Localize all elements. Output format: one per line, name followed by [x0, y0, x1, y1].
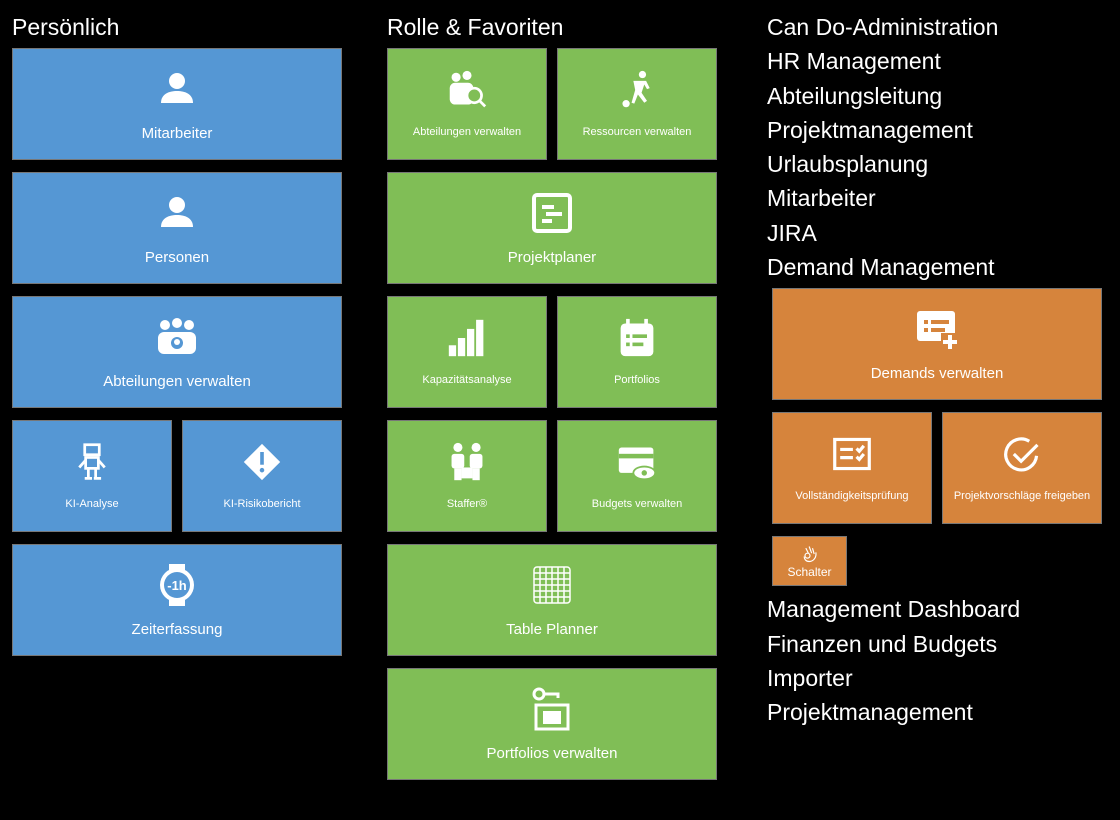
person-icon	[161, 72, 193, 103]
tile-label: Projektplaner	[507, 248, 597, 266]
tile-label: Projektvorschläge freigeben	[953, 490, 1091, 502]
section-title-personal: Persönlich	[12, 14, 120, 40]
group-link[interactable]: Urlaubsplanung	[767, 151, 929, 177]
group-search-icon	[449, 70, 487, 108]
svg-text:-1h: -1h	[167, 578, 187, 593]
tile-schalter[interactable]: Schalter	[772, 536, 847, 586]
card-eye-icon	[618, 447, 657, 481]
group-link[interactable]: Abteilungsleitung	[767, 83, 943, 109]
tile-kapazitaetsanalyse[interactable]: Kapazitätsanalyse	[387, 296, 547, 408]
tile-label: Personen	[144, 248, 210, 266]
warning-diamond-icon	[243, 443, 281, 481]
tile-budgets-verwalten[interactable]: Budgets verwalten	[557, 420, 717, 532]
group-link[interactable]: Projektmanagement	[767, 117, 973, 143]
tile-label: Budgets verwalten	[591, 498, 683, 510]
tile-label: Mitarbeiter	[141, 124, 213, 142]
tile-ki-analyse[interactable]: KI-Analyse	[12, 420, 172, 532]
grid-table-icon	[533, 565, 571, 604]
tile-label: Schalter	[787, 565, 832, 579]
tile-label: Abteilungen verwalten	[103, 372, 251, 390]
tile-label: KI-Risikobericht	[223, 498, 301, 510]
tile-demands-verwalten[interactable]: Demands verwalten	[772, 288, 1102, 400]
tile-projektvorschlaege-freigeben[interactable]: Projektvorschläge freigeben	[942, 412, 1102, 524]
tile-zeiterfassung[interactable]: -1h Zeiterfassung	[12, 544, 342, 656]
group-link[interactable]: Mitarbeiter	[767, 185, 876, 211]
tile-portfolios[interactable]: Portfolios	[557, 296, 717, 408]
tile-portfolios-verwalten[interactable]: Portfolios verwalten	[387, 668, 717, 780]
tile-staffer[interactable]: Staffer®	[387, 420, 547, 532]
section-title-role: Rolle & Favoriten	[387, 14, 564, 40]
calendar-icon	[620, 318, 654, 357]
group-link[interactable]: Can Do-Administration	[767, 14, 999, 40]
tile-label: Kapazitätsanalyse	[422, 374, 512, 386]
tile-label: Ressourcen verwalten	[582, 126, 692, 138]
staffing-people-icon	[451, 442, 483, 481]
tile-label: Portfolios	[614, 374, 660, 386]
key-briefcase-icon	[532, 687, 570, 730]
group-link[interactable]: HR Management	[767, 48, 941, 74]
tile-label: Zeiterfassung	[131, 620, 223, 638]
checklist-icon	[833, 437, 871, 471]
check-circle-icon	[1004, 437, 1039, 472]
tile-personen[interactable]: Personen	[12, 172, 342, 284]
tile-vollstaendigkeitspruefung[interactable]: Vollständigkeitsprüfung	[772, 412, 932, 524]
tile-label: Portfolios verwalten	[486, 744, 618, 762]
group-link[interactable]: Demand Management	[767, 254, 995, 280]
tile-label: KI-Analyse	[65, 498, 119, 510]
tile-projektplaner[interactable]: Projektplaner	[387, 172, 717, 284]
watch-icon: -1h	[160, 563, 194, 606]
tile-mitarbeiter[interactable]: Mitarbeiter	[12, 48, 342, 160]
tile-ressourcen-verwalten[interactable]: Ressourcen verwalten	[557, 48, 717, 160]
tile-table-planner[interactable]: Table Planner	[387, 544, 717, 656]
group-link[interactable]: Projektmanagement	[767, 699, 973, 725]
group-icon	[158, 317, 196, 354]
gantt-icon	[532, 192, 572, 233]
list-add-icon	[917, 310, 959, 351]
group-link[interactable]: Finanzen und Budgets	[767, 631, 998, 657]
tile-ki-risikobericht[interactable]: KI-Risikobericht	[182, 420, 342, 532]
ok-hand-icon	[803, 546, 817, 563]
tile-abteilungen-verwalten-role[interactable]: Abteilungen verwalten	[387, 48, 547, 160]
bar-chart-icon	[448, 319, 484, 357]
person-icon	[161, 196, 193, 227]
tile-label: Table Planner	[506, 620, 598, 638]
group-link[interactable]: Importer	[767, 665, 853, 691]
tile-label: Vollständigkeitsprüfung	[795, 490, 909, 502]
tile-label: Staffer®	[446, 498, 488, 510]
group-link[interactable]: JIRA	[767, 220, 817, 246]
tile-abteilungen-verwalten[interactable]: Abteilungen verwalten	[12, 296, 342, 408]
tile-label: Demands verwalten	[870, 364, 1004, 382]
group-link[interactable]: Management Dashboard	[767, 596, 1021, 622]
robot-icon	[78, 443, 106, 480]
tile-label: Abteilungen verwalten	[412, 126, 522, 138]
soccer-player-icon	[622, 70, 650, 108]
